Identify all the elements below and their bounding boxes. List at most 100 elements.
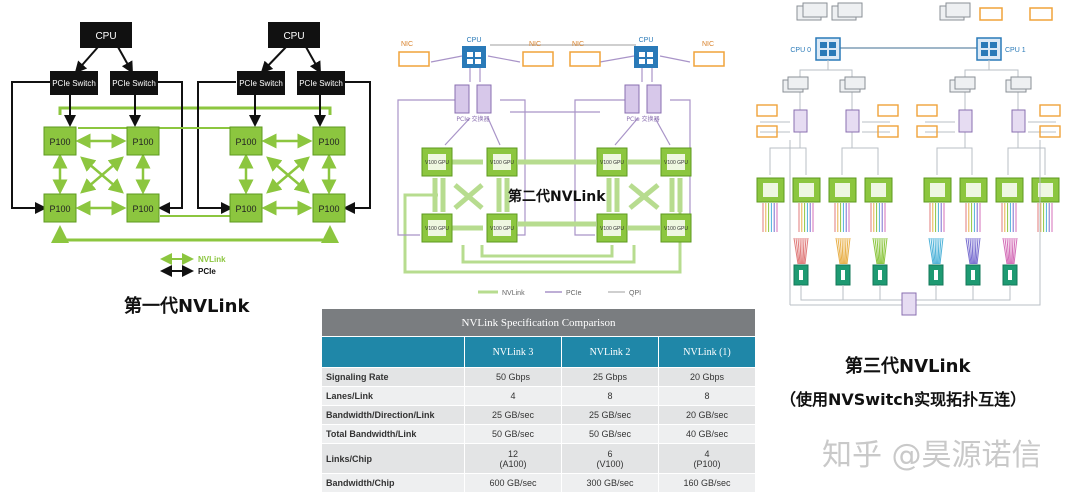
nvswitch-lane [881, 237, 884, 265]
gen1-switch-label: PCIe Switch [299, 79, 343, 88]
nvswitch-lane [932, 237, 936, 265]
row-label: Signaling Rate [321, 367, 465, 387]
row-label: Links/Chip [321, 443, 465, 474]
gen2-nic-label: NIC [572, 41, 584, 48]
gen2-cpu-b-label: CPU [639, 37, 654, 44]
nvswitch-lane [1002, 237, 1008, 265]
cell: 600 GB/sec [464, 473, 562, 493]
gen1-gpu-label: P100 [235, 137, 256, 147]
nvswitch-lane [835, 237, 841, 265]
gen2-legend-nvlink: NVLink [502, 290, 525, 297]
gen2-gpu-label: V100 GPU [600, 226, 624, 232]
gen2-gpu-label: V100 GPU [490, 226, 514, 232]
gen3-subcaption: （使用NVSwitch实现拓扑互连） [780, 390, 1027, 409]
gen2-switch-label: PCIe 交换器 [456, 115, 489, 123]
nvswitch-lane [837, 237, 842, 265]
spec-table-corner [321, 336, 465, 368]
gen1-diagram: CPU CPU PCIe Switch PCIe Switch PCIe Swi… [11, 22, 371, 277]
gen2-nic-label: NIC [401, 41, 413, 48]
watermark: 知乎 @昊源诺信 [822, 438, 1042, 473]
gen1-gpu-label: P100 [132, 137, 153, 147]
gen1-switch-label: PCIe Switch [112, 79, 156, 88]
cell: 8 [561, 386, 659, 406]
nvswitch-lane [1013, 237, 1018, 265]
gen2-gpu-label: V100 GPU [425, 226, 449, 232]
table-row: Lanes/Link 4 8 8 [321, 386, 756, 406]
gen1-legend-nvlink: NVLink [198, 255, 226, 264]
nvswitch-lane [878, 237, 881, 265]
nvswitch-lane [804, 237, 809, 265]
cell: 12 (A100) [464, 443, 562, 474]
nvswitch-lane [971, 237, 974, 265]
nvswitch-lane [793, 237, 799, 265]
cell: 160 GB/sec [658, 473, 756, 493]
gen1-switch-label: PCIe Switch [52, 79, 96, 88]
nvswitch-lane [965, 237, 971, 265]
nvswitch-lane [802, 237, 805, 265]
nvswitch-lane [803, 237, 807, 265]
nvswitch-lane [975, 237, 979, 265]
nvswitch-lane [839, 237, 843, 265]
gen3-cpu1-label: CPU 1 [1005, 47, 1026, 54]
nvswitch-lane [1006, 237, 1010, 265]
cell: 40 GB/sec [658, 424, 756, 444]
nvswitch-lane [841, 237, 844, 265]
nvswitch-lane [969, 237, 973, 265]
gen3-cpu0-label: CPU 0 [790, 47, 811, 54]
gen2-gpu-label: V100 GPU [425, 160, 449, 166]
nvswitch-lane [939, 237, 944, 265]
nvswitch-lane [876, 237, 880, 265]
nvswitch-lane [797, 237, 801, 265]
spec-col-nvlink3: NVLink 3 [464, 336, 562, 368]
cell: 4 [464, 386, 562, 406]
nvswitch-lane [799, 237, 802, 265]
cell: 25 Gbps [561, 367, 659, 387]
gen2-nic-label: NIC [529, 41, 541, 48]
spec-col-nvlink1: NVLink (1) [658, 336, 756, 368]
cell: 20 Gbps [658, 367, 756, 387]
gen1-gpu-label: P100 [318, 137, 339, 147]
gen2-switch-label: PCIe 交换器 [626, 115, 659, 123]
cell: 25 GB/sec [464, 405, 562, 425]
gen2-gpu-label: V100 GPU [600, 160, 624, 166]
gen1-legend-pcie: PCIe [198, 267, 216, 276]
gen2-legend-pcie: PCIe [566, 290, 582, 297]
gen1-switch-label: PCIe Switch [239, 79, 283, 88]
gen2-legend-qpi: QPI [629, 290, 641, 297]
gen1-gpu-label: P100 [235, 204, 256, 214]
spec-table-title: NVLink Specification Comparison [321, 308, 756, 337]
row-label: Lanes/Link [321, 386, 465, 406]
gen2-nic-label: NIC [702, 41, 714, 48]
table-row: Bandwidth/Direction/Link 25 GB/sec 25 GB… [321, 405, 756, 425]
nvswitch-lane [1008, 237, 1011, 265]
gen2-diagram: NIC NIC NIC NIC CPU CPU PCIe 交换器 PCIe 交换… [397, 37, 725, 297]
nvswitch-lane [1011, 237, 1014, 265]
cell: 8 [658, 386, 756, 406]
nvswitch-lane [883, 237, 888, 265]
cell: 50 GB/sec [464, 424, 562, 444]
table-row: Links/Chip 12 (A100) 6 (V100) 4 (P100) [321, 443, 756, 474]
gen3-diagram: CPU 0 CPU 1 [756, 2, 1061, 316]
gen3-caption: 第三代NVLink [845, 356, 971, 377]
cell: 50 GB/sec [561, 424, 659, 444]
table-row: Signaling Rate 50 Gbps 25 Gbps 20 Gbps [321, 367, 756, 387]
nvswitch-lane [872, 237, 878, 265]
nvswitch-lane [967, 237, 972, 265]
nvswitch-lane [1012, 237, 1016, 265]
spec-col-nvlink2: NVLink 2 [561, 336, 659, 368]
nvswitch-lane [846, 237, 851, 265]
gen2-gpu-label: V100 GPU [490, 160, 514, 166]
nvswitch-lane [882, 237, 886, 265]
gen1-gpu-label: P100 [49, 204, 70, 214]
cell: 6 (V100) [561, 443, 659, 474]
gen1-cpu-a-label: CPU [95, 31, 116, 42]
nvswitch-lane [928, 237, 934, 265]
nvswitch-lane [976, 237, 981, 265]
gen2-gpu-label: V100 GPU [664, 160, 688, 166]
nvswitch-lane [844, 237, 847, 265]
gen2-cpu-a-label: CPU [467, 37, 482, 44]
cell: 25 GB/sec [561, 405, 659, 425]
row-label: Bandwidth/Direction/Link [321, 405, 465, 425]
cell: 50 Gbps [464, 367, 562, 387]
